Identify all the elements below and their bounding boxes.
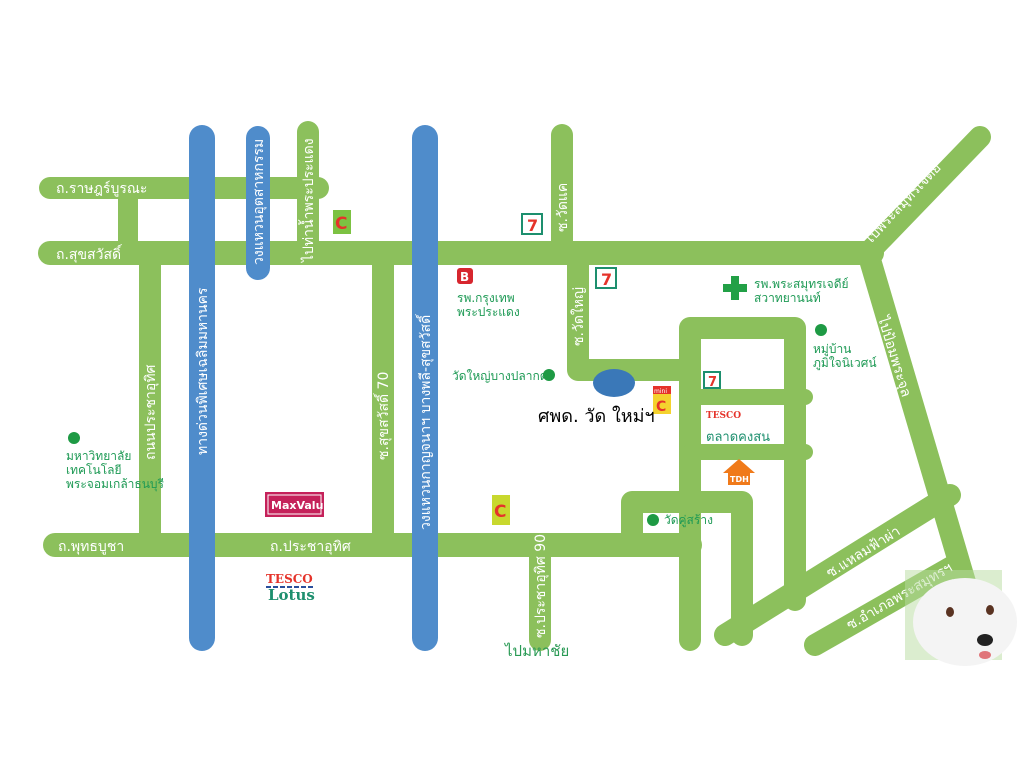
- svg-text:7: 7: [601, 270, 612, 289]
- svg-text:C: C: [656, 399, 666, 415]
- wat-khu-sang-dot-icon: [647, 514, 659, 526]
- svg-text:7: 7: [708, 375, 717, 390]
- big-c-icon: C: [492, 495, 510, 525]
- svg-text:7: 7: [527, 216, 538, 235]
- place-label: มหาวิทยาลัย: [66, 449, 131, 463]
- label-to-samut-chedi: ไปพระสมุทรเจดีย์: [860, 159, 945, 248]
- tesco-talad-logo: TESCO ตลาดคงสน: [706, 411, 770, 445]
- svg-text:ตลาดคงสน: ตลาดคงสน: [706, 430, 770, 445]
- svg-text:C: C: [494, 502, 506, 522]
- bangkok-hospital: B รพ.กรุงเทพ พระประแดง: [457, 268, 520, 319]
- label-industrial-ring: วงแหวนอุตสาหกรรม: [251, 139, 267, 265]
- label-to-mahachai: ไปมหาชัย: [504, 642, 569, 660]
- university-dot-icon: [68, 432, 80, 444]
- seven-eleven-icon: 7: [521, 213, 543, 235]
- label-to-pier: ไปท่าน้ำพระประแดง: [298, 138, 317, 263]
- svg-text:C: C: [335, 214, 347, 234]
- svg-text:Lotus: Lotus: [268, 586, 315, 604]
- tesco-lotus-logo: TESCO Lotus: [266, 572, 315, 604]
- label-soi-laem-fa-pha: ซ.แหลมฟ้าผ่า: [824, 523, 904, 581]
- place-label: พระประแดง: [457, 305, 520, 319]
- place-label: เทคโนโลยี: [66, 463, 122, 477]
- mini-big-c-icon: mini C: [653, 386, 671, 415]
- maxvalu-logo: MaxValu: [265, 492, 324, 517]
- label-expressway: ทางด่วนพิเศษเฉลิมมหานคร: [195, 287, 211, 455]
- tdh-house-icon: TDH: [723, 459, 755, 485]
- place-label: สวาทยานนท์: [754, 291, 821, 305]
- road-to-samut-chedi: [857, 126, 991, 264]
- hospital-b-icon: [457, 268, 473, 284]
- village-dot-icon: [815, 324, 827, 336]
- place-label: ภูมิใจนิเวศน์: [813, 356, 877, 371]
- label-pracha-uthit: ถ.ประชาอุทิศ: [270, 539, 351, 555]
- svg-text:TDH: TDH: [730, 475, 749, 484]
- destination-label: ศพด. วัด ใหม่ฯ: [538, 405, 655, 427]
- label-phutthabucha: ถ.พุทธบูชา: [58, 539, 124, 555]
- label-soi-wat-khae: ซ.วัดแค: [555, 183, 571, 232]
- big-c-icon: C: [333, 210, 351, 234]
- place-label: รพ.พระสมุทรเจดีย์: [754, 277, 849, 292]
- label-soi-pracha-uthit-90: ซ.ประชาอุทิศ 90: [533, 534, 549, 638]
- label-rat-burana: ถ.ราษฎร์บูรณะ: [56, 180, 147, 197]
- place-label: รพ.กรุงเทพ: [457, 291, 515, 306]
- roads: [38, 121, 996, 661]
- svg-text:MaxValu: MaxValu: [271, 499, 323, 512]
- green-cross-icon: [723, 276, 747, 300]
- hospital-b-letter: B: [460, 270, 469, 284]
- road-soi-wat-yai: [567, 242, 701, 381]
- place-label: วัดใหญ่บางปลากด: [452, 369, 548, 383]
- label-pracha-uthit-vertical: ถนนประชาอุทิศ: [143, 364, 159, 460]
- road-loop: [679, 317, 806, 651]
- road-inner-loop: [621, 491, 753, 646]
- svg-text:mini: mini: [654, 388, 667, 395]
- svg-text:TESCO: TESCO: [706, 411, 741, 421]
- label-soi-suksawat-70: ซ.สุขสวัสดิ์ 70: [373, 372, 392, 460]
- dog-mascot-icon: [905, 570, 1017, 666]
- seven-eleven-icon: 7: [595, 267, 617, 289]
- destination-marker[interactable]: [593, 369, 635, 397]
- seven-eleven-icon: 7: [703, 371, 721, 390]
- svg-text:TESCO: TESCO: [266, 572, 313, 586]
- label-kanchanaphisek: วงแหวนกาญจนาฯ บางพลี-สุขสวัสดิ์: [415, 313, 434, 530]
- label-soi-wat-yai: ซ.วัดใหญ่: [570, 287, 587, 346]
- road-soi-laem-fa-pha: [714, 484, 961, 646]
- wat-yai-dot-icon: [543, 369, 555, 381]
- place-label: วัดคู่สร้าง: [664, 513, 713, 528]
- label-suksawat: ถ.สุขสวัสดิ์: [56, 244, 123, 263]
- samut-chedi-hospital: รพ.พระสมุทรเจดีย์ สวาทยานนท์: [723, 276, 849, 305]
- place-label: หมู่บ้าน: [813, 342, 851, 357]
- place-label: พระจอมเกล้าธนบุรี: [66, 477, 165, 492]
